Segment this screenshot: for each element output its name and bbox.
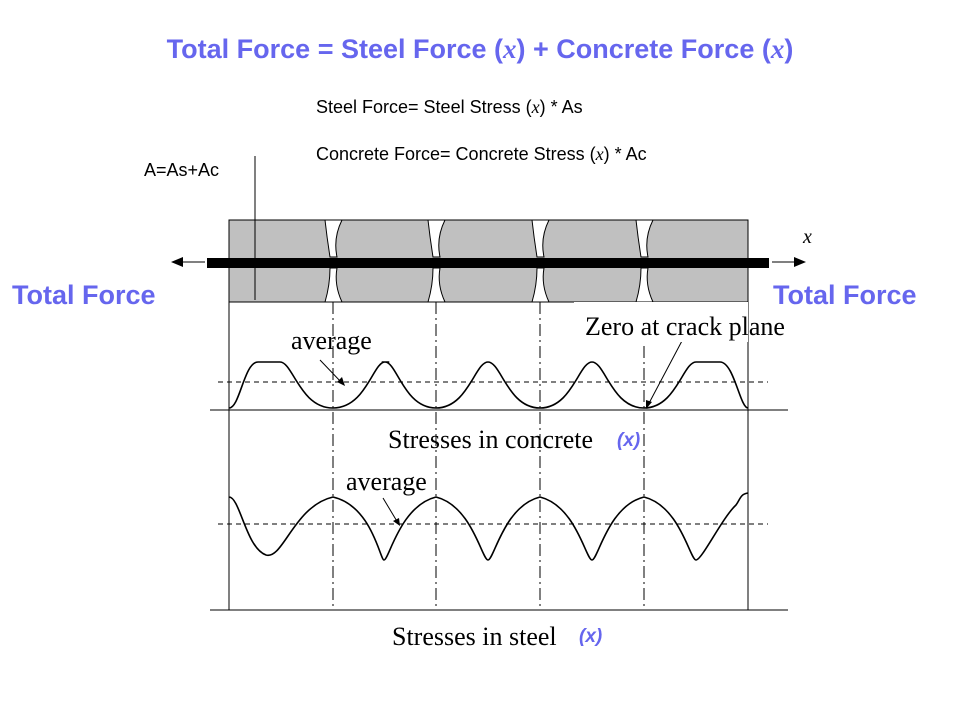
zero-crack-pointer xyxy=(646,338,684,408)
title-var-2: x xyxy=(770,34,785,64)
steel-bar xyxy=(207,258,769,268)
concrete-stress-caption: Stresses in concrete xyxy=(388,425,594,454)
steel-stress-curve xyxy=(228,492,749,561)
steel-average-label: average xyxy=(346,467,427,496)
steel-force-equation: Steel Force= Steel Stress (x) * As xyxy=(316,97,583,118)
steel-average-pointer xyxy=(382,497,399,524)
concrete-stress-curve xyxy=(228,361,749,409)
left-arrow-head xyxy=(171,257,183,267)
concrete-average-arrowhead xyxy=(337,377,345,386)
concrete-average-label: average xyxy=(291,326,372,355)
total-force-left: Total Force xyxy=(12,280,156,310)
steel-stress-caption: Stresses in steel xyxy=(392,622,557,651)
force-arrows xyxy=(171,257,806,267)
title-prefix: Total Force = Steel Force ( xyxy=(166,34,504,64)
crack-1-top xyxy=(324,219,343,258)
zero-label-backdrop xyxy=(574,302,748,342)
crack-2-top xyxy=(427,219,446,258)
crack-3-bottom xyxy=(531,267,550,303)
crack-3-top xyxy=(531,219,550,258)
steel-eq-var: x xyxy=(531,97,540,117)
steel-x-tag: (x) xyxy=(579,626,603,647)
diagram-title: Total Force = Steel Force (x) + Concrete… xyxy=(0,34,960,65)
steel-average-arrowhead xyxy=(393,518,400,526)
crack-1-bottom xyxy=(324,267,343,303)
concrete-eq-prefix: Concrete Force= Concrete Stress ( xyxy=(316,144,596,164)
crack-4-top xyxy=(635,219,654,258)
concrete-average-pointer xyxy=(319,359,343,384)
title-var-1: x xyxy=(503,34,517,64)
concrete-x-tag: (x) xyxy=(617,430,641,451)
annotation-arrowheads xyxy=(337,377,652,526)
concrete-force-equation: Concrete Force= Concrete Stress (x) * Ac xyxy=(316,144,647,165)
title-middle: ) + Concrete Force ( xyxy=(516,34,771,64)
title-suffix: ) xyxy=(784,34,794,64)
average-lines xyxy=(218,381,768,525)
right-arrow-head xyxy=(794,257,806,267)
zero-at-crack-label: Zero at crack plane xyxy=(585,312,785,341)
area-label: A=As+Ac xyxy=(144,160,220,180)
stress-plot-frames xyxy=(210,302,788,611)
axis-x-label: x xyxy=(803,226,812,248)
annotation-arrows xyxy=(319,338,684,524)
zero-crack-arrowhead xyxy=(646,400,652,409)
steel-eq-suffix: ) * As xyxy=(539,97,583,117)
crack-2-bottom xyxy=(427,267,446,303)
steel-eq-prefix: Steel Force= Steel Stress ( xyxy=(316,97,532,117)
concrete-eq-var: x xyxy=(595,144,604,164)
concrete-eq-suffix: ) * Ac xyxy=(603,144,647,164)
crack-shapes xyxy=(324,219,654,303)
crack-plane-lines xyxy=(332,302,645,610)
total-force-right: Total Force xyxy=(773,280,917,310)
